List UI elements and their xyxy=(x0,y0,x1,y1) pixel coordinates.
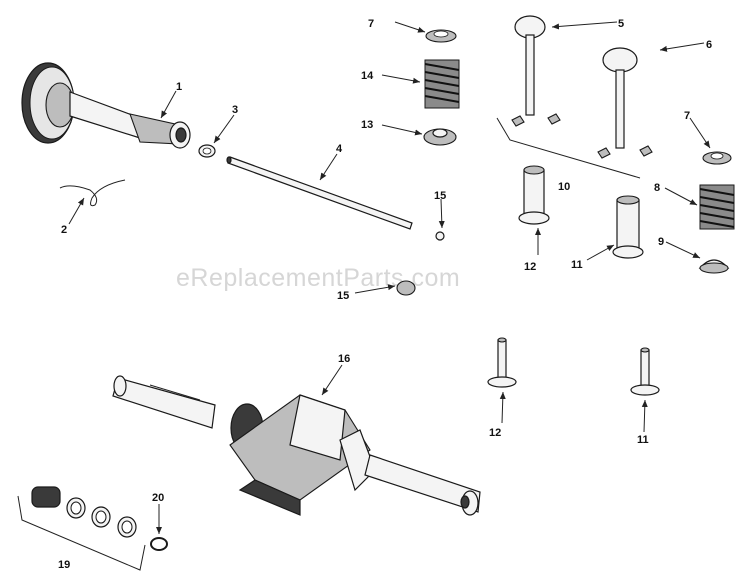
callout-13: 13 xyxy=(361,119,373,131)
callout-15b: 15 xyxy=(337,290,349,302)
callout-8: 8 xyxy=(654,182,660,194)
callout-15a: 15 xyxy=(434,190,446,202)
callout-16: 16 xyxy=(338,353,350,365)
callout-labels: 1 2 3 4 5 6 7 7 8 9 10 11 11 12 12 13 14… xyxy=(58,18,712,571)
valve-5 xyxy=(514,15,546,116)
callout-4: 4 xyxy=(336,143,343,155)
plug-15a xyxy=(435,231,445,241)
tappet-11-upper xyxy=(612,195,644,259)
tappet-11-lower xyxy=(630,347,660,396)
callout-12b: 12 xyxy=(489,427,501,439)
snap-ring-20 xyxy=(150,537,168,551)
callout-7a: 7 xyxy=(368,18,374,30)
plug-15b xyxy=(396,280,416,296)
callout-1: 1 xyxy=(176,81,182,93)
callout-12a: 12 xyxy=(524,261,536,273)
callout-11a: 11 xyxy=(571,259,583,271)
pushrod xyxy=(226,156,413,230)
callout-3: 3 xyxy=(232,104,238,116)
spring-seat-13 xyxy=(423,128,457,146)
callout-14: 14 xyxy=(361,70,374,82)
spring-cup-9 xyxy=(698,259,730,274)
leader-lines xyxy=(68,21,711,534)
watermark-text: eReplacementParts.com xyxy=(176,264,460,292)
spring-clip xyxy=(59,179,126,207)
valve-retainer-7a xyxy=(425,29,457,43)
valve-spring-8 xyxy=(699,184,735,230)
callout-5: 5 xyxy=(618,18,624,30)
camshaft-gear xyxy=(21,62,191,149)
tappet-12-upper xyxy=(518,165,550,225)
valve-retainer-7b xyxy=(702,151,732,165)
callout-6: 6 xyxy=(706,39,712,51)
bracket-10 xyxy=(496,117,641,179)
callout-2: 2 xyxy=(61,224,67,236)
bearing-set xyxy=(31,486,137,538)
valve-6 xyxy=(602,47,638,149)
crankshaft xyxy=(112,375,481,516)
callout-10: 10 xyxy=(558,181,570,193)
bracket-19 xyxy=(17,495,146,571)
callout-9: 9 xyxy=(658,236,664,248)
callout-20: 20 xyxy=(152,492,164,504)
valve-keepers xyxy=(511,113,653,159)
callout-19: 19 xyxy=(58,559,70,571)
callout-7b: 7 xyxy=(684,110,690,122)
tappet-12-lower xyxy=(487,337,517,388)
callout-11b: 11 xyxy=(637,434,649,446)
valve-spring-14 xyxy=(424,59,460,109)
